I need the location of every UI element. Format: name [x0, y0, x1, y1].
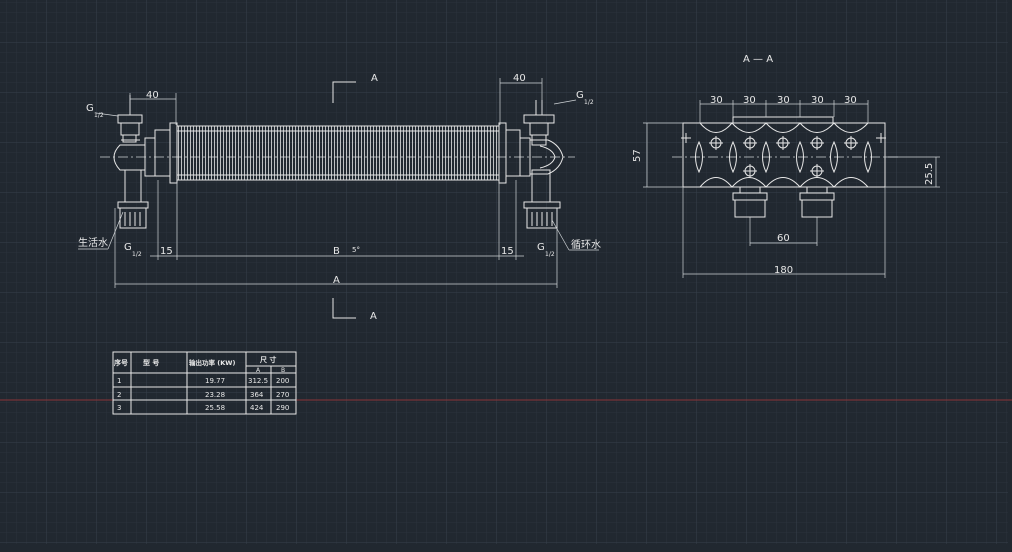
thread-label-top-left: G 1/2 [86, 103, 119, 119]
spacing-4: 30 [811, 95, 824, 106]
section-fins [695, 140, 872, 174]
spacing-3: 30 [777, 95, 790, 106]
svg-text:1/2: 1/2 [545, 251, 555, 258]
table-header-size-a: A [256, 367, 261, 374]
dim-A: A [333, 275, 340, 286]
svg-text:1/2: 1/2 [584, 99, 594, 106]
thread-label-bottom-right: G 1/2 [537, 242, 555, 258]
thread-label-top-right: G 1/2 [553, 90, 594, 106]
section-view: A — A [632, 54, 940, 278]
table-row: 2 23.28 364 270 [117, 391, 289, 399]
svg-text:1/2: 1/2 [94, 112, 104, 119]
svg-text:290: 290 [276, 404, 289, 412]
section-title: A — A [743, 54, 773, 65]
table-row: 1 19.77 312.5 200 [117, 377, 289, 385]
svg-text:312.5: 312.5 [248, 377, 268, 385]
svg-text:G: G [86, 103, 94, 114]
dim-B: B [333, 246, 340, 257]
svg-text:270: 270 [276, 391, 289, 399]
dim-width: 180 [774, 265, 793, 276]
dim-half-height: 25.5 [924, 163, 935, 185]
dim-pipe-spacing: 60 [777, 233, 790, 244]
dim-left-gap: 15 [160, 246, 173, 257]
spacing-5: 30 [844, 95, 857, 106]
svg-text:1: 1 [117, 377, 121, 385]
svg-text:G: G [537, 242, 545, 253]
spacing-2: 30 [743, 95, 756, 106]
table-header-size: 尺 寸 [259, 355, 276, 364]
svg-text:G: G [124, 242, 132, 253]
right-header [498, 114, 564, 229]
svg-text:3: 3 [117, 404, 121, 412]
table-header-size-b: B [281, 367, 285, 374]
svg-text:424: 424 [250, 404, 264, 412]
svg-text:200: 200 [276, 377, 289, 385]
svg-text:G: G [576, 90, 584, 101]
spec-table: 序号 型 号 输出功率 (KW) 尺 寸 A B 1 19.77 312.5 2… [112, 351, 297, 415]
svg-text:2: 2 [117, 391, 121, 399]
section-bolts [681, 133, 886, 178]
svg-text:19.77: 19.77 [205, 377, 225, 385]
finned-tube [176, 125, 500, 181]
svg-text:25.58: 25.58 [205, 404, 225, 412]
dim-height: 57 [632, 149, 643, 162]
svg-text:23.28: 23.28 [205, 391, 225, 399]
section-mark-top: A [371, 73, 378, 84]
label-circulating-water: 循环水 [551, 219, 601, 251]
dim-right-gap: 15 [501, 246, 514, 257]
section-mark-bottom: A [370, 311, 377, 322]
thread-label-bottom-left: G 1/2 [124, 242, 142, 258]
table-header-power: 输出功率 (KW) [189, 358, 235, 367]
dim-left-flange: 40 [146, 90, 159, 101]
table-row: 3 25.58 424 290 [117, 404, 289, 412]
table-header-model: 型 号 [143, 358, 159, 367]
label-domestic-water: 生活水 [78, 211, 124, 250]
front-view: 40 40 A A G 1/2 G 1/2 G 1/2 G 1/2 [78, 73, 601, 322]
svg-text:循环水: 循环水 [571, 238, 601, 251]
svg-text:生活水: 生活水 [78, 236, 108, 249]
spacing-1: 30 [710, 95, 723, 106]
table-header-index: 序号 [113, 358, 128, 367]
svg-text:1/2: 1/2 [132, 251, 142, 258]
center-note: 5° [352, 246, 360, 254]
svg-text:364: 364 [250, 391, 264, 399]
dim-right-flange: 40 [513, 73, 526, 84]
